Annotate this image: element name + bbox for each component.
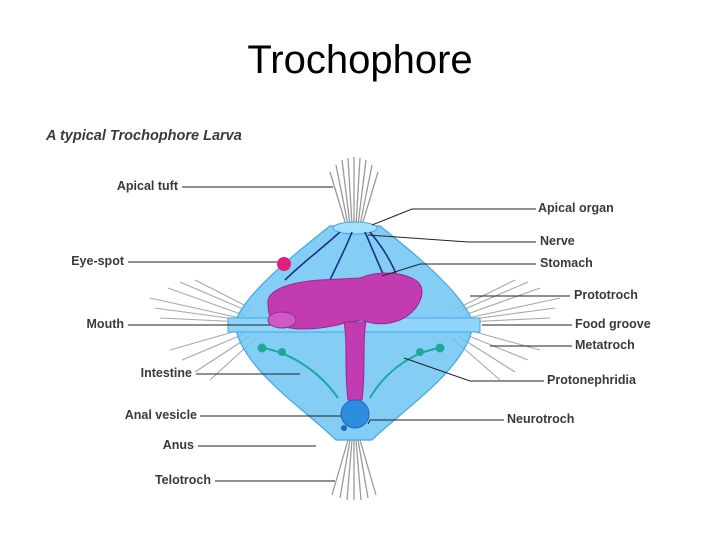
apical-organ (332, 221, 378, 235)
anus (341, 425, 347, 431)
label-nerve: Nerve (540, 234, 575, 248)
label-prototroch: Prototroch (574, 288, 638, 302)
leader-lines-left (128, 186, 341, 482)
eye-spot (277, 257, 291, 271)
mouth (267, 311, 297, 329)
label-telotroch: Telotroch (154, 473, 211, 487)
label-stomach: Stomach (540, 256, 593, 270)
anal-vesicle (340, 399, 370, 429)
protonephridia (257, 343, 445, 399)
label-food-groove: Food groove (575, 317, 651, 331)
label-mouth: Mouth (86, 317, 124, 331)
telotroch-cilia (331, 439, 377, 501)
label-eye-spot: Eye-spot (71, 254, 124, 268)
label-neurotroch: Neurotroch (507, 412, 575, 426)
label-metatroch: Metatroch (575, 338, 635, 352)
label-anus: Anus (162, 438, 194, 452)
slide-title: Trochophore (247, 38, 473, 82)
label-apical-organ: Apical organ (538, 201, 614, 215)
apical-tuft-cilia (329, 157, 379, 226)
figure-caption: A typical Trochophore Larva (46, 128, 242, 144)
label-apical-tuft: Apical tuft (116, 179, 178, 193)
leader-lines-right (367, 208, 572, 425)
label-intestine: Intestine (140, 366, 192, 380)
intestine (343, 321, 367, 401)
label-anal-vesicle: Anal vesicle (124, 408, 197, 422)
label-protonephridia: Protonephridia (547, 373, 636, 387)
